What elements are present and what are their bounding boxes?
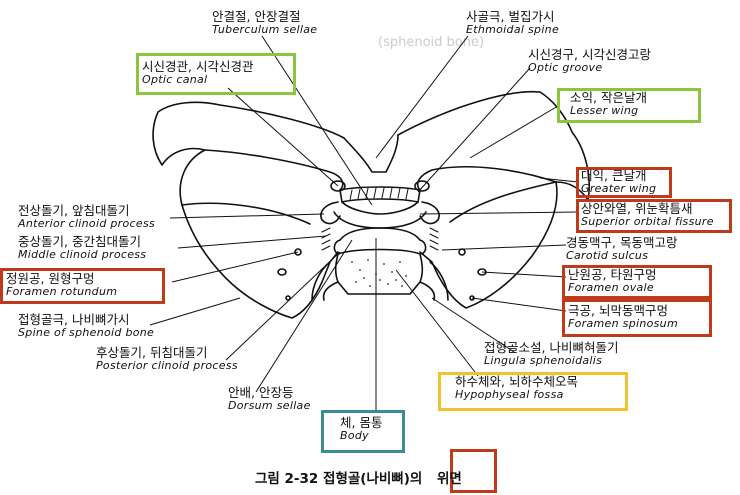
label-hypophyseal-fossa: 하수체와, 뇌하수체오목 Hypophyseal fossa xyxy=(455,374,578,402)
label-posterior-clinoid: 후상돌기, 뒤침대돌기 Posterior clinoid process xyxy=(96,345,238,373)
label-foramen-rotundum: 정원공, 원형구멍 Foramen rotundum xyxy=(6,271,118,299)
background-text: (sphenoid bone) xyxy=(378,35,485,50)
label-body: 체, 몸통 Body xyxy=(340,415,383,443)
foramen-rotundum-right xyxy=(458,248,466,256)
foramen-ovale-left xyxy=(277,268,287,276)
dorsum-sellae xyxy=(339,227,421,241)
caption-main: 그림 2-32 접형골(나비뼈)의 xyxy=(255,471,423,487)
optic-canal-right xyxy=(414,180,430,192)
body-block xyxy=(334,248,424,295)
highlight-hypophyseal-fossa xyxy=(438,372,628,411)
label-greater-wing: 대익, 큰날개 Greater wing xyxy=(581,168,657,196)
lingula-left xyxy=(322,281,339,301)
optic-canal-left xyxy=(330,180,346,192)
figure-caption: 그림 2-32 접형골(나비뼈)의 위면 xyxy=(255,467,462,487)
optic-groove-hatch xyxy=(349,187,409,201)
foramen-rotundum-left xyxy=(294,248,302,256)
label-dorsum-sellae: 안배, 안장등 Dorsum sellae xyxy=(228,385,311,413)
fossa-stipple xyxy=(351,259,407,287)
highlight-foramen-spinosum xyxy=(562,299,712,337)
label-foramen-ovale: 난원공, 타원구멍 Foramen ovale xyxy=(568,267,657,295)
label-optic-canal: 시신경관, 시각신경관 Optic canal xyxy=(142,59,254,87)
bone-outline xyxy=(152,90,591,319)
tuberculum-sellae xyxy=(341,201,419,215)
anterior-clinoid-right xyxy=(419,201,440,225)
highlight-greater-wing xyxy=(576,167,672,198)
carotid-sulcus-right xyxy=(429,261,449,301)
lesser-wing-left-edge xyxy=(204,149,344,191)
leader-lines xyxy=(149,35,579,412)
highlight-foramen-rotundum xyxy=(0,268,165,304)
middle-clinoid-right xyxy=(429,227,439,251)
highlight-caption-top-face xyxy=(450,449,497,493)
label-superior-orbital-fissure: 상안와열, 위눈확틈새 Superior orbital fissure xyxy=(581,201,714,229)
middle-clinoid-left xyxy=(321,227,331,251)
highlight-lesser-wing xyxy=(557,88,701,123)
highlight-foramen-ovale xyxy=(562,265,712,299)
planum-sphenoidale xyxy=(343,134,399,173)
label-lesser-wing: 소익, 작은날개 Lesser wing xyxy=(570,90,647,118)
label-spine-sphenoid: 접형골극, 나비뼈가시 Spine of sphenoid bone xyxy=(18,312,155,340)
label-lingula: 접형골소설, 나비뼈혀돌기 Lingula sphenoidalis xyxy=(484,340,619,368)
foramen-spinosum-left xyxy=(285,295,291,301)
highlight-optic-canal xyxy=(136,53,296,95)
label-anterior-clinoid: 전상돌기, 앞침대돌기 Anterior clinoid process xyxy=(18,203,156,231)
posterior-clinoid-left xyxy=(333,239,341,255)
posterior-clinoid-right xyxy=(419,239,427,255)
label-carotid-sulcus: 경동맥구, 목동맥고랑 Carotid sulcus xyxy=(566,235,678,263)
lingula-right xyxy=(419,281,436,301)
anterior-clinoid-left xyxy=(320,201,341,225)
label-tuberculum-sellae: 안결절, 안장결절 Tuberculum sellae xyxy=(212,9,318,37)
caption-highlight: 위면 xyxy=(437,471,462,487)
label-middle-clinoid: 중상돌기, 중간침대돌기 Middle clinoid process xyxy=(18,234,147,262)
highlight-body xyxy=(321,410,405,453)
label-ethmoidal-spine: 사골극, 벌집가시 Ethmoidal spine xyxy=(466,9,560,37)
greater-wing-left-surface xyxy=(181,202,311,225)
greater-wing-right-surface xyxy=(449,181,557,223)
label-foramen-spinosum: 극공, 뇌막동맥구멍 Foramen spinosum xyxy=(568,303,678,331)
label-optic-groove: 시신경구, 시각신경고랑 Optic groove xyxy=(528,47,651,75)
highlight-superior-orbital-fissure xyxy=(576,199,732,233)
